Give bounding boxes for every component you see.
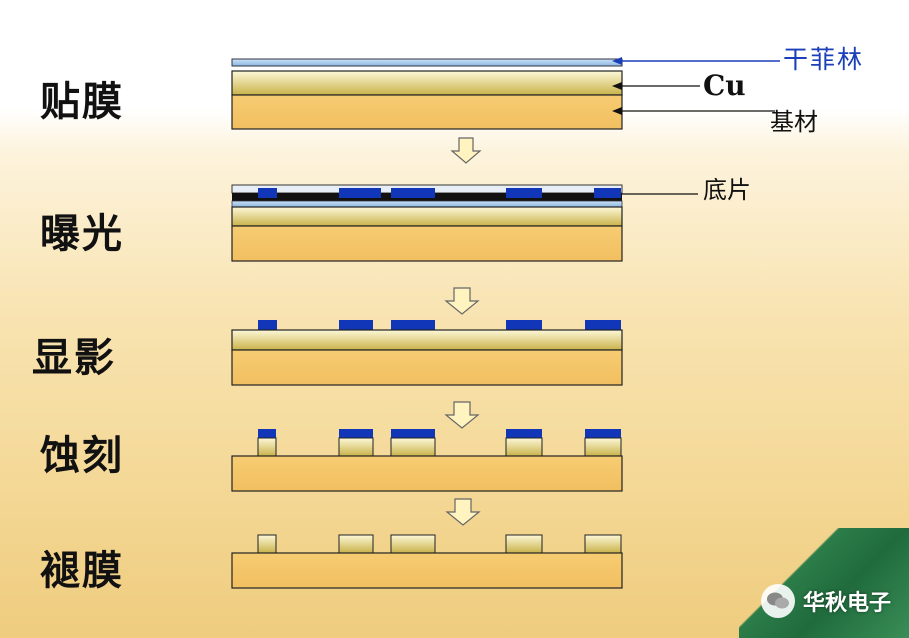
copper-trace [584, 437, 622, 457]
callout-phototool: 底片 [703, 176, 751, 204]
copper-layer [231, 70, 623, 96]
resist-block [594, 188, 621, 198]
step-label-stripping: 褪膜 [40, 547, 124, 594]
callout-dry-film: 干菲林 [783, 45, 865, 74]
resist-block [258, 320, 277, 330]
resist-block [585, 320, 621, 330]
step-label-exposure: 曝光 [40, 210, 124, 257]
copper-trace [338, 437, 374, 457]
copper-trace [257, 437, 277, 457]
step-lamination-stack [231, 58, 623, 130]
resist-block [506, 188, 542, 198]
resist-block [506, 429, 542, 438]
exposed-film-layer [231, 200, 623, 208]
substrate-layer [231, 349, 623, 386]
watermark-text: 华秋电子 [802, 591, 891, 616]
callout-copper: Cu [703, 69, 746, 102]
substrate-layer [231, 455, 623, 492]
step-label-lamination: 贴膜 [40, 78, 124, 125]
resist-block [339, 320, 373, 330]
copper-trace [584, 534, 622, 554]
down-arrow-1 [450, 137, 482, 164]
step-label-developing: 显影 [32, 334, 116, 381]
resist-block [391, 429, 435, 438]
resist-block [339, 188, 381, 198]
resist-block [391, 320, 435, 330]
step-exposure-stack [231, 184, 623, 262]
watermark: 华秋电子 [760, 584, 891, 618]
resist-block [506, 320, 542, 330]
resist-block [339, 429, 373, 438]
copper-trace [390, 534, 436, 554]
step-etching-stack [231, 429, 623, 492]
down-arrow-4 [445, 498, 481, 526]
resist-block [391, 188, 435, 198]
substrate-layer [231, 94, 623, 130]
copper-trace [505, 437, 543, 457]
resist-block [258, 188, 277, 198]
down-arrow-2 [444, 287, 480, 315]
copper-trace [257, 534, 277, 554]
dry-film-arrowhead [612, 57, 622, 65]
pcb-board-decoration [739, 528, 909, 638]
dry-film-layer [231, 58, 623, 67]
copper-trace [338, 534, 374, 554]
copper-layer [231, 206, 623, 227]
copper-trace [390, 437, 436, 457]
callout-substrate: 基材 [770, 108, 818, 136]
step-stripping-stack [231, 534, 623, 589]
down-arrow-3 [444, 401, 480, 429]
resist-block [258, 429, 276, 438]
substrate-layer [231, 552, 623, 589]
step-label-etching: 蚀刻 [40, 432, 124, 479]
copper-layer [231, 329, 623, 351]
chat-bubble-icon [760, 584, 795, 618]
step-developing-stack [231, 320, 623, 386]
resist-block [585, 429, 621, 438]
substrate-layer [231, 225, 623, 262]
copper-arrowhead [612, 82, 622, 90]
copper-trace [505, 534, 543, 554]
substrate-arrowhead [612, 107, 622, 115]
